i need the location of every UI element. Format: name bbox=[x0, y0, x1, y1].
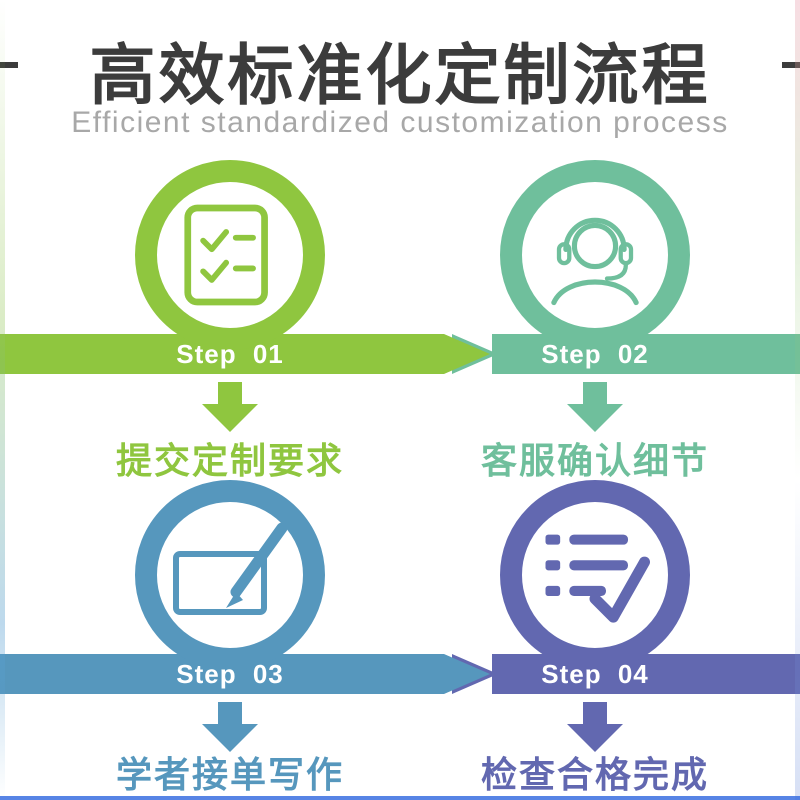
step-03-ring bbox=[135, 480, 325, 670]
step-04-bar bbox=[492, 654, 800, 694]
step-02-caption: 客服确认细节 bbox=[480, 440, 709, 481]
page-title: 高效标准化定制流程 bbox=[89, 38, 711, 112]
down-arrow-icon bbox=[202, 702, 258, 752]
down-arrow-icon bbox=[202, 382, 258, 432]
down-arrow-icon bbox=[567, 382, 623, 432]
step-01-caption: 提交定制要求 bbox=[115, 440, 344, 481]
title-dash-right bbox=[782, 62, 800, 68]
checklist-check-icon bbox=[545, 534, 650, 623]
step-04-caption: 检查合格完成 bbox=[480, 754, 709, 795]
pen-writing-icon bbox=[173, 522, 288, 615]
step-03-caption: 学者接单写作 bbox=[115, 754, 344, 795]
title-dash-left bbox=[0, 62, 18, 68]
edge-artifact-bottom bbox=[0, 796, 800, 800]
edge-artifact-right bbox=[795, 0, 800, 800]
down-arrow-icon bbox=[567, 702, 623, 752]
step-02-ring bbox=[500, 160, 690, 350]
page-subtitle: Efficient standardized customization pro… bbox=[71, 106, 729, 139]
step-04-bar-label: Step 04 bbox=[541, 659, 649, 689]
headset-icon bbox=[551, 217, 639, 306]
edge-artifact-left bbox=[0, 0, 5, 800]
checklist-icon bbox=[184, 204, 268, 306]
step-03-bar-label: Step 03 bbox=[176, 659, 284, 689]
step-02-bar-label: Step 02 bbox=[541, 339, 649, 369]
step-01-bar-label: Step 01 bbox=[176, 339, 284, 369]
step-02-bar bbox=[492, 334, 800, 374]
step-01-bar-arrow bbox=[444, 334, 490, 374]
step-03-bar-arrow bbox=[444, 654, 490, 694]
